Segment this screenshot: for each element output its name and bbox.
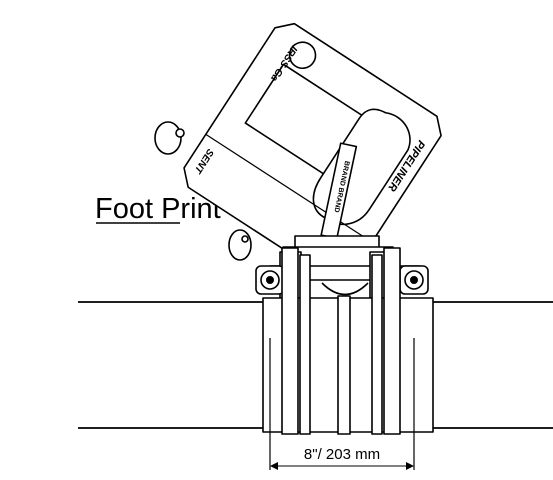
band-right-strap-2 <box>371 254 383 435</box>
band-left-strap-2 <box>299 254 311 435</box>
diagram-title: Foot Print <box>95 193 221 225</box>
footprint-dimension: 8"/ 203 mm <box>270 446 414 470</box>
frame-lower-divider <box>205 133 373 243</box>
band-right-strap-1 <box>383 247 401 435</box>
dimension-label: 8"/ 203 mm <box>304 446 380 463</box>
clamp-bands <box>262 247 434 470</box>
band-center-strap <box>337 295 351 435</box>
frame-knob <box>288 41 317 70</box>
lower-roller-pin <box>241 235 249 243</box>
handle-bar: BRAND BRAND <box>320 142 358 240</box>
lower-roller <box>228 229 252 261</box>
left-wheel-hub <box>266 276 274 284</box>
upper-roller <box>154 121 182 155</box>
side-rollers <box>154 121 252 261</box>
band-left-strap-1 <box>281 247 299 435</box>
right-wheel-hub <box>410 276 418 284</box>
upper-roller-pin <box>175 128 185 138</box>
base-arc <box>321 282 369 296</box>
